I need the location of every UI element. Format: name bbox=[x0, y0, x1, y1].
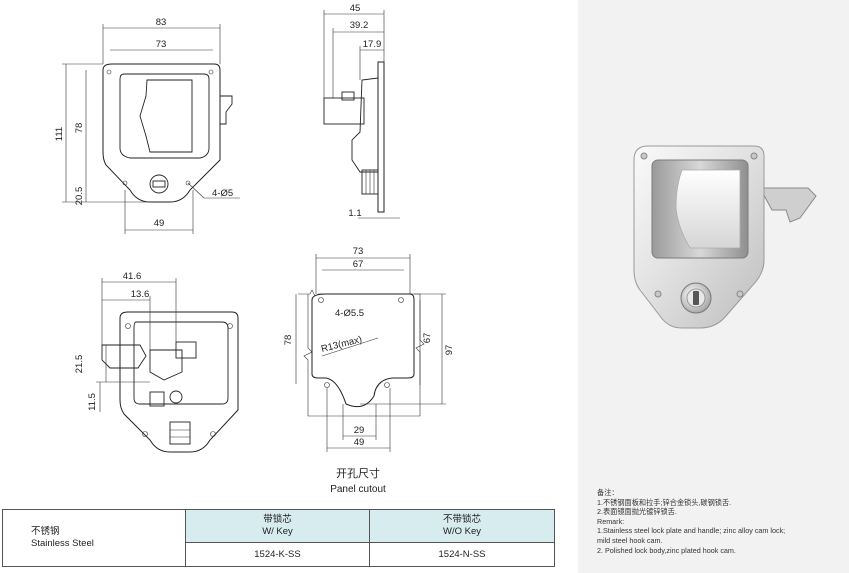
remarks-line-4: mild steel hook cam. bbox=[597, 535, 663, 545]
back-view-hook bbox=[101, 344, 147, 369]
dim-holes: 4-Ø5 bbox=[212, 188, 233, 199]
cutout-hole-br bbox=[384, 382, 390, 388]
model-with-key: 1524-K-SS bbox=[185, 542, 370, 567]
front-view-plate bbox=[102, 63, 221, 203]
cutout-outline bbox=[311, 293, 415, 408]
dim-back-b: 13.6 bbox=[131, 289, 150, 300]
dim-back-c: 21.5 bbox=[74, 355, 85, 374]
dim-depth-total: 45 bbox=[350, 3, 361, 14]
header-with-key: 带锁芯 W/ Key bbox=[185, 509, 370, 543]
front-view-lock-cylinder bbox=[149, 174, 169, 194]
dim-back-d: 11.5 bbox=[87, 393, 98, 411]
remarks: 备注： 1.不锈钢面板和拉手;锌合金锁头,碳钢锁舌. 2.表面镜面抛光镀锌锁舌.… bbox=[597, 488, 847, 555]
dim-depth-mid: 39.2 bbox=[350, 20, 369, 31]
dim-cutout-height-left: 78 bbox=[283, 335, 294, 346]
dim-width-inner: 73 bbox=[156, 39, 167, 50]
remarks-line-5: 2. Polished lock body,zinc plated hook c… bbox=[597, 545, 736, 555]
cutout-view: 73 67 4-Ø5.5 R13(max) 78 67 97 29 49 开孔尺… bbox=[283, 246, 455, 495]
front-view-keyway bbox=[152, 180, 166, 188]
header-without-key-cn: 不带锁芯 bbox=[442, 514, 481, 525]
side-view-hook-tab bbox=[341, 91, 355, 101]
leader-holes bbox=[187, 182, 205, 199]
front-view: 83 73 111 78 20.5 49 4-Ø5 bbox=[54, 17, 240, 234]
dim-cutout-top-outer: 73 bbox=[353, 246, 364, 257]
dim-cutout-holes: 4-Ø5.5 bbox=[335, 308, 364, 319]
header-with-key-cn: 带锁芯 bbox=[263, 514, 292, 525]
dim-cutout-height-inner: 67 bbox=[422, 333, 433, 344]
spec-table: 不锈钢 Stainless Steel 带锁芯 W/ Key 不带锁芯 W/O … bbox=[2, 509, 555, 567]
back-view-cylinder bbox=[169, 421, 191, 445]
back-view-cam bbox=[149, 349, 183, 381]
back-view-hole bbox=[210, 431, 216, 437]
back-view-plate bbox=[119, 311, 239, 453]
side-view: 45 39.2 17.9 1.1 bbox=[323, 3, 400, 219]
dim-cutout-bottom-inner: 29 bbox=[354, 425, 365, 436]
photo-screw-tl bbox=[640, 152, 648, 160]
front-view-hole-bl bbox=[122, 180, 128, 186]
back-view-hole bbox=[125, 323, 131, 329]
leader-radius bbox=[321, 337, 379, 357]
material-cell: 不锈钢 Stainless Steel bbox=[2, 509, 186, 567]
dim-depth-small: 17.9 bbox=[363, 39, 382, 50]
material-cn: 不锈钢 bbox=[31, 526, 60, 537]
technical-drawing: 83 73 111 78 20.5 49 4-Ø5 45 3 bbox=[54, 3, 455, 495]
back-view: 41.6 13.6 21.5 11.5 bbox=[74, 271, 239, 453]
back-view-screw bbox=[169, 390, 183, 404]
dim-back-a: 41.6 bbox=[123, 271, 142, 282]
cutout-hole-bl bbox=[324, 382, 330, 388]
dim-height-total: 111 bbox=[54, 127, 65, 141]
cutout-title-en: Panel cutout bbox=[330, 484, 386, 495]
front-view-recess bbox=[119, 73, 210, 159]
side-view-body bbox=[351, 77, 379, 173]
photo-keyway bbox=[693, 291, 699, 305]
photo-screw-bl bbox=[654, 290, 662, 298]
remarks-title: 备注： bbox=[597, 488, 619, 497]
remarks-line-3: 1.Stainless steel lock plate and handle;… bbox=[597, 526, 786, 536]
photo-handle bbox=[675, 169, 741, 249]
header-without-key: 不带锁芯 W/O Key bbox=[369, 509, 555, 543]
cutout-title-cn: 开孔尺寸 bbox=[336, 466, 380, 480]
material-en: Stainless Steel bbox=[31, 538, 94, 549]
remarks-title-en: Remark: bbox=[597, 516, 625, 526]
back-view-hole bbox=[227, 323, 233, 329]
front-view-hole-br bbox=[185, 180, 191, 186]
dim-width-bottom: 49 bbox=[154, 218, 165, 229]
photo-hook bbox=[759, 187, 817, 223]
back-view-frame bbox=[133, 321, 229, 405]
dim-cutout-bottom-outer: 49 bbox=[354, 437, 365, 448]
model-without-key: 1524-N-SS bbox=[369, 542, 555, 567]
dim-height-bottom: 20.5 bbox=[74, 187, 85, 206]
photo-screw-tr bbox=[750, 152, 758, 160]
cutout-hole-tl bbox=[318, 297, 324, 303]
front-view-handle bbox=[139, 79, 193, 153]
header-without-key-en: W/O Key bbox=[442, 526, 481, 537]
cutout-hole-tr bbox=[398, 297, 404, 303]
remarks-line-1: 1.不锈钢面板和拉手;锌合金锁头,碳钢锁舌. bbox=[597, 497, 732, 507]
back-view-hole bbox=[142, 431, 148, 437]
dim-width-outer: 83 bbox=[156, 17, 167, 28]
dim-cutout-top-inner: 67 bbox=[353, 259, 364, 270]
side-view-hook bbox=[323, 97, 365, 125]
dim-height-inner: 78 bbox=[74, 123, 85, 134]
header-with-key-en: W/ Key bbox=[262, 526, 293, 537]
back-view-block bbox=[149, 391, 165, 407]
front-view-hole-tr bbox=[208, 69, 214, 75]
dim-plate: 1.1 bbox=[348, 208, 361, 219]
front-view-hook bbox=[220, 95, 233, 125]
photo-screw-br bbox=[736, 290, 744, 298]
product-photo bbox=[633, 145, 817, 329]
side-view-plate bbox=[377, 61, 385, 213]
back-view-spring bbox=[175, 341, 197, 359]
remarks-line-2: 2.表面镜面抛光镀锌锁舌. bbox=[597, 507, 677, 517]
front-view-hole-tl bbox=[106, 69, 112, 75]
cutout-panel-break bbox=[298, 289, 425, 417]
dim-cutout-height-right: 97 bbox=[444, 345, 455, 356]
